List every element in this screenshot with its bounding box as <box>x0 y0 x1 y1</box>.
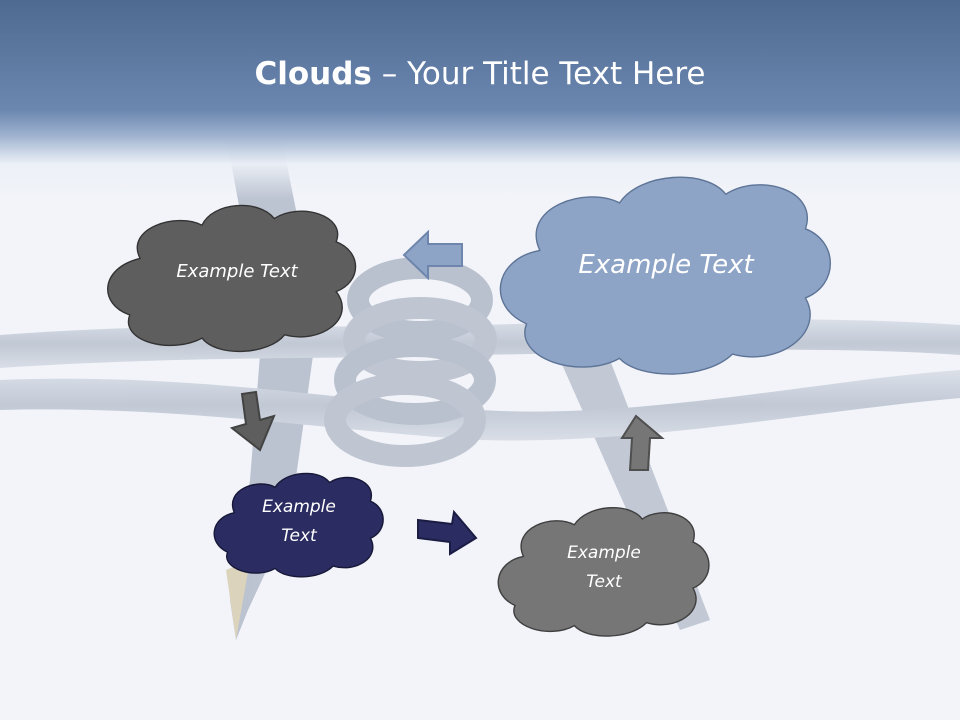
arrow-right-icon <box>417 509 478 556</box>
arrow-left-icon <box>402 229 463 281</box>
cloud-shape-icon <box>500 164 832 380</box>
cloud-shape-icon <box>498 496 710 640</box>
title-separator: – <box>371 56 408 92</box>
title-bold: Clouds <box>254 56 372 92</box>
cloud-shape-icon <box>214 464 384 580</box>
slide-title: Clouds – Your Title Text Here <box>0 52 960 96</box>
cloud-bottom-right: Example Text <box>498 496 710 640</box>
cloud-top-right-label: Example Text <box>578 250 754 280</box>
arrow-up-icon <box>620 414 665 471</box>
cloud-bottom-left: Example Text <box>214 464 384 580</box>
cloud-shape-icon <box>104 192 362 358</box>
cloud-top-right: Example Text <box>500 164 832 380</box>
cloud-bottom-left-label: Example Text <box>262 497 336 546</box>
cloud-top-left-label: Example Text <box>176 260 298 282</box>
title-rest: Your Title Text Here <box>407 56 706 92</box>
cloud-top-left: Example Text <box>104 192 362 358</box>
arrow-down-icon <box>229 390 276 452</box>
cloud-bottom-right-label: Example Text <box>567 543 641 592</box>
title-band <box>0 0 960 200</box>
